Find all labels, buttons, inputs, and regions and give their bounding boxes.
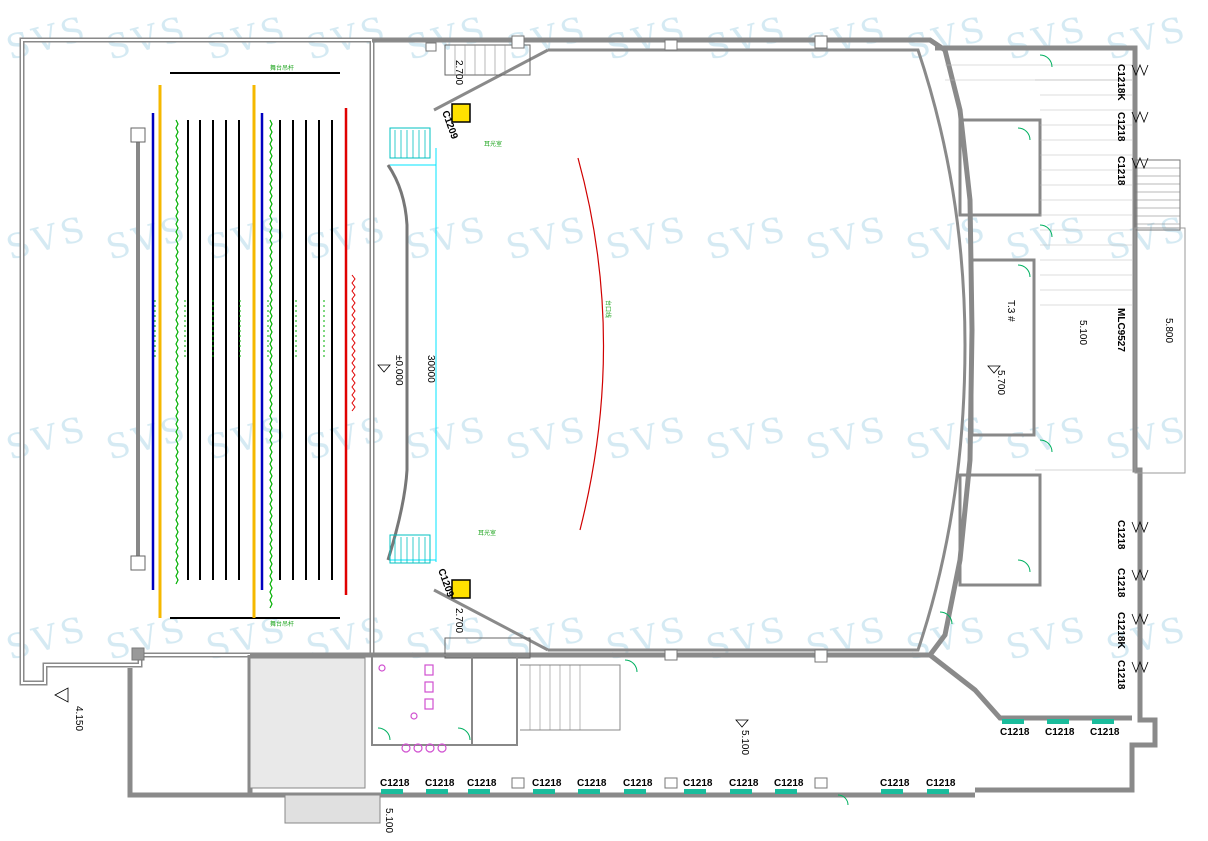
right-window-4: MLC9527 [1115,308,1126,352]
bottom-window-9: C1218 [774,778,804,789]
right-window-1: C1218K [1115,64,1126,101]
right-side-rooms: 5.700 T.3 # 5.100 5.800 [945,64,1186,587]
watermark-text: SVS [402,209,493,269]
inner-window-3: C1218 [1090,727,1120,738]
watermark-text: SVS [1102,409,1193,469]
stage-span-dim: 30000 [425,355,436,383]
watermark-text: SVS [502,409,593,469]
lift-note: T.3 # [1005,300,1016,322]
watermark-text: SVS [502,609,593,669]
right-window-3: C1218 [1115,156,1126,186]
watermark-text: SVS [1002,609,1093,669]
watermark-text: SVS [602,209,693,269]
bottom-window-7: C1218 [683,778,713,789]
watermark-text: SVS [602,609,693,669]
fly-bar-set: 舞台吊杆 舞台吊杆 [130,64,356,628]
structural-columns [131,35,828,789]
bottom-window-10: C1218 [880,778,910,789]
watermark-text: SVS [1102,9,1193,69]
lobby-level: 5.100 [739,730,750,755]
stair-note-top: 耳光室 [484,140,502,148]
watermark-text: SVS [702,409,793,469]
watermark-text: SVS [402,609,493,669]
watermark-text: SVS [302,409,393,469]
watermark-text: SVS [2,209,93,269]
left-outside-level: 4.150 [73,706,84,731]
auditorium-walls [433,48,967,652]
watermark-text: SVS [502,209,593,269]
watermark-text: SVS [702,609,793,669]
exterior-walls [19,37,1158,798]
bottom-window-5: C1218 [577,778,607,789]
watermark-text: SVS [802,409,893,469]
bottom-ramp-level: 5.100 [383,808,394,833]
watermark-text: SVS [302,209,393,269]
right-window-labels: C1218K C1218 C1218 MLC9527 C1218 C1218 C… [1115,63,1149,690]
right-window-2: C1218 [1115,112,1126,142]
dock-level: 5.800 [1163,318,1174,343]
watermark-text: SVS [1002,9,1093,69]
bottom-window-6: C1218 [623,778,653,789]
corridor-level: 5.100 [1077,320,1088,345]
stair-top-level: 2.700 [453,60,464,85]
right-window-6: C1218 [1115,568,1126,598]
hall-level: 5.700 [995,370,1006,395]
bottom-window-labels: C1218 C1218 C1218 C1218 C1218 C1218 C121… [380,778,956,794]
right-window-7: C1218K [1115,612,1126,649]
watermark-text: SVS [1002,409,1093,469]
watermark-text: SVS [2,409,93,469]
watermark-text: SVS [1102,209,1193,269]
watermark-text: SVS [602,409,693,469]
arc-note: 台口线 [604,300,612,318]
stage-level-label: ±0.000 [393,355,404,386]
watermark-text: SVS [802,209,893,269]
toilet-block: 5.100 4.150 5.100 [54,654,750,833]
bottom-window-1: C1218 [380,778,410,789]
bottom-window-2: C1218 [425,778,455,789]
bottom-window-11: C1218 [926,778,956,789]
bottom-window-8: C1218 [729,778,759,789]
top-bar-note: 舞台吊杆 [270,64,294,72]
stage-apron: 30000 ±0.000 台口线 [377,148,612,562]
inner-window-2: C1218 [1045,727,1075,738]
watermark-text: SVS [2,609,93,669]
watermark-text: SVS [902,409,993,469]
bottom-window-3: C1218 [467,778,497,789]
stair-note-bottom: 耳光室 [478,529,496,537]
right-window-8: C1218 [1115,660,1126,690]
watermark-text: SVS [402,409,493,469]
inner-window-labels: C1218 C1218 C1218 [1000,719,1120,738]
inner-window-1: C1218 [1000,727,1030,738]
bottom-bar-note: 舞台吊杆 [270,620,294,628]
right-window-5: C1218 [1115,520,1126,550]
watermark-text: SVS [102,209,193,269]
door-swing-set [377,54,1053,806]
bottom-window-4: C1218 [532,778,562,789]
stair-bottom-level: 2.700 [453,608,464,633]
watermark-text: SVS [102,409,193,469]
watermark-text: SVS [702,209,793,269]
